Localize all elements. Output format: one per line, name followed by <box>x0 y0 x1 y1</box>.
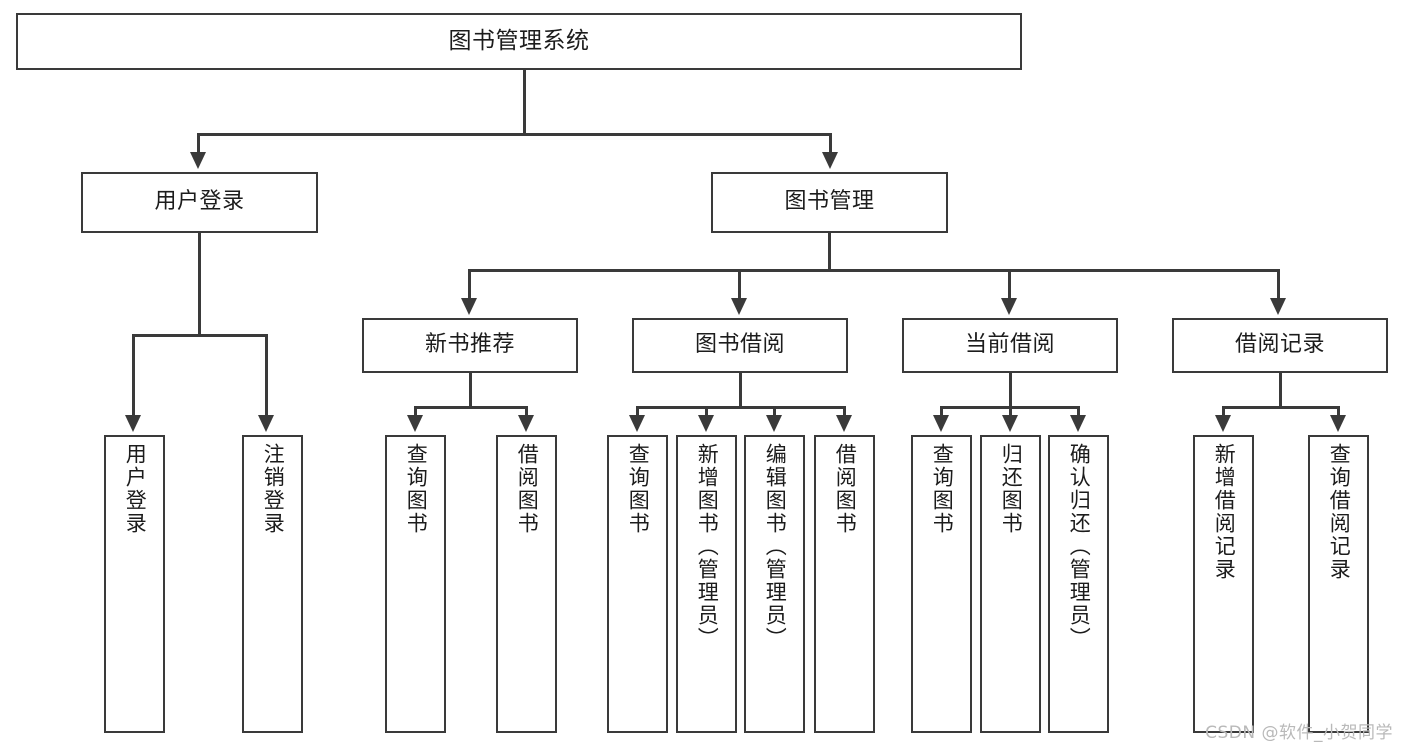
node-leaf-return-book-label: 归还图书 <box>999 443 1024 535</box>
edge-book-borrow-to-leaf-4 <box>843 406 846 417</box>
csdn-watermark: CSDN @软件_小贺同学 <box>1205 723 1393 743</box>
edge-book-borrow-to-leaf-1 <box>636 406 639 417</box>
arrowhead-leaf-return-book <box>1002 415 1018 432</box>
node-leaf-query-book-2-label: 查询图书 <box>626 443 651 535</box>
edge-book-manage-to-borrow-record <box>1277 269 1280 301</box>
node-current-borrow[interactable]: 当前借阅 <box>902 318 1118 373</box>
edge-root-to-book-manage <box>829 133 832 155</box>
node-leaf-confirm-return-label: 确认归还（管理员） <box>1067 443 1092 650</box>
node-leaf-add-record[interactable]: 新增借阅记录 <box>1193 435 1254 733</box>
edge-new-book-rec-stem <box>469 373 472 409</box>
node-leaf-add-book[interactable]: 新增图书（管理员） <box>676 435 737 733</box>
edge-new-book-rec-bus <box>414 406 528 409</box>
edge-book-borrow-bus <box>636 406 846 409</box>
arrowhead-current-borrow <box>1001 298 1017 315</box>
edge-user-login-to-leaf-2 <box>265 334 268 418</box>
node-book-manage-label: 图书管理 <box>784 189 875 215</box>
arrowhead-new-book-rec <box>461 298 477 315</box>
node-book-borrow-label: 图书借阅 <box>694 332 785 358</box>
edge-book-borrow-stem <box>739 373 742 409</box>
node-leaf-borrow-book-1-label: 借阅图书 <box>515 443 540 535</box>
arrowhead-leaf-confirm-return <box>1070 415 1086 432</box>
node-borrow-record-label: 借阅记录 <box>1234 332 1325 358</box>
edge-borrow-record-to-leaf-2 <box>1337 406 1340 417</box>
edge-book-manage-to-new-book-rec <box>468 269 471 301</box>
node-current-borrow-label: 当前借阅 <box>964 332 1055 358</box>
edge-current-borrow-to-leaf-2 <box>1009 406 1012 417</box>
edge-book-manage-to-book-borrow <box>738 269 741 301</box>
edge-current-borrow-to-leaf-3 <box>1077 406 1080 417</box>
edge-new-book-rec-to-leaf-1 <box>414 406 417 417</box>
arrowhead-leaf-add-record <box>1215 415 1231 432</box>
node-leaf-logout[interactable]: 注销登录 <box>242 435 303 733</box>
edge-new-book-rec-to-leaf-2 <box>525 406 528 417</box>
node-leaf-user-login[interactable]: 用户登录 <box>104 435 165 733</box>
node-leaf-edit-book[interactable]: 编辑图书（管理员） <box>744 435 805 733</box>
arrowhead-leaf-borrow-book-2 <box>836 415 852 432</box>
node-leaf-borrow-book-2-label: 借阅图书 <box>833 443 858 535</box>
node-leaf-confirm-return[interactable]: 确认归还（管理员） <box>1048 435 1109 733</box>
node-leaf-query-book-1-label: 查询图书 <box>404 443 429 535</box>
node-leaf-query-record[interactable]: 查询借阅记录 <box>1308 435 1369 733</box>
edge-user-login-stem <box>198 233 201 337</box>
edge-root-bus <box>197 133 832 136</box>
arrowhead-user-login <box>190 152 206 169</box>
edge-book-manage-bus <box>468 269 1280 272</box>
node-root[interactable]: 图书管理系统 <box>16 13 1022 70</box>
arrowhead-leaf-query-book-2 <box>629 415 645 432</box>
node-book-borrow[interactable]: 图书借阅 <box>632 318 848 373</box>
node-borrow-record[interactable]: 借阅记录 <box>1172 318 1388 373</box>
edge-user-login-bus <box>132 334 267 337</box>
arrowhead-leaf-query-book-3 <box>933 415 949 432</box>
arrowhead-leaf-add-book <box>698 415 714 432</box>
edge-book-borrow-to-leaf-2 <box>705 406 708 417</box>
node-leaf-query-book-2[interactable]: 查询图书 <box>607 435 668 733</box>
arrowhead-leaf-logout <box>258 415 274 432</box>
node-leaf-query-book-3-label: 查询图书 <box>930 443 955 535</box>
node-new-book-rec-label: 新书推荐 <box>424 332 515 358</box>
node-leaf-add-book-label: 新增图书（管理员） <box>695 443 720 650</box>
arrowhead-leaf-edit-book <box>766 415 782 432</box>
node-leaf-user-login-label: 用户登录 <box>123 443 148 535</box>
arrowhead-leaf-query-record <box>1330 415 1346 432</box>
edge-current-borrow-stem <box>1009 373 1012 409</box>
node-leaf-edit-book-label: 编辑图书（管理员） <box>763 443 788 650</box>
node-user-login-label: 用户登录 <box>154 189 245 215</box>
edge-root-stem <box>523 70 526 135</box>
edge-borrow-record-stem <box>1279 373 1282 409</box>
edge-borrow-record-to-leaf-1 <box>1222 406 1225 417</box>
node-root-label: 图书管理系统 <box>448 28 590 55</box>
node-leaf-add-record-label: 新增借阅记录 <box>1212 443 1237 581</box>
edge-user-login-to-leaf-1 <box>132 334 135 418</box>
node-leaf-borrow-book-2[interactable]: 借阅图书 <box>814 435 875 733</box>
node-user-login[interactable]: 用户登录 <box>81 172 318 233</box>
edge-book-borrow-to-leaf-3 <box>773 406 776 417</box>
node-leaf-return-book[interactable]: 归还图书 <box>980 435 1041 733</box>
arrowhead-book-manage <box>822 152 838 169</box>
edge-borrow-record-bus <box>1222 406 1340 409</box>
node-leaf-query-book-3[interactable]: 查询图书 <box>911 435 972 733</box>
node-new-book-rec[interactable]: 新书推荐 <box>362 318 578 373</box>
edge-book-manage-to-current-borrow <box>1008 269 1011 301</box>
edge-root-to-user-login <box>197 133 200 155</box>
edge-book-manage-stem <box>828 233 831 272</box>
node-leaf-logout-label: 注销登录 <box>261 443 286 535</box>
node-leaf-borrow-book-1[interactable]: 借阅图书 <box>496 435 557 733</box>
node-book-manage[interactable]: 图书管理 <box>711 172 948 233</box>
arrowhead-leaf-borrow-book-1 <box>518 415 534 432</box>
node-leaf-query-record-label: 查询借阅记录 <box>1327 443 1352 581</box>
edge-current-borrow-to-leaf-1 <box>940 406 943 417</box>
arrowhead-book-borrow <box>731 298 747 315</box>
arrowhead-leaf-user-login <box>125 415 141 432</box>
arrowhead-borrow-record <box>1270 298 1286 315</box>
node-leaf-query-book-1[interactable]: 查询图书 <box>385 435 446 733</box>
arrowhead-leaf-query-book-1 <box>407 415 423 432</box>
